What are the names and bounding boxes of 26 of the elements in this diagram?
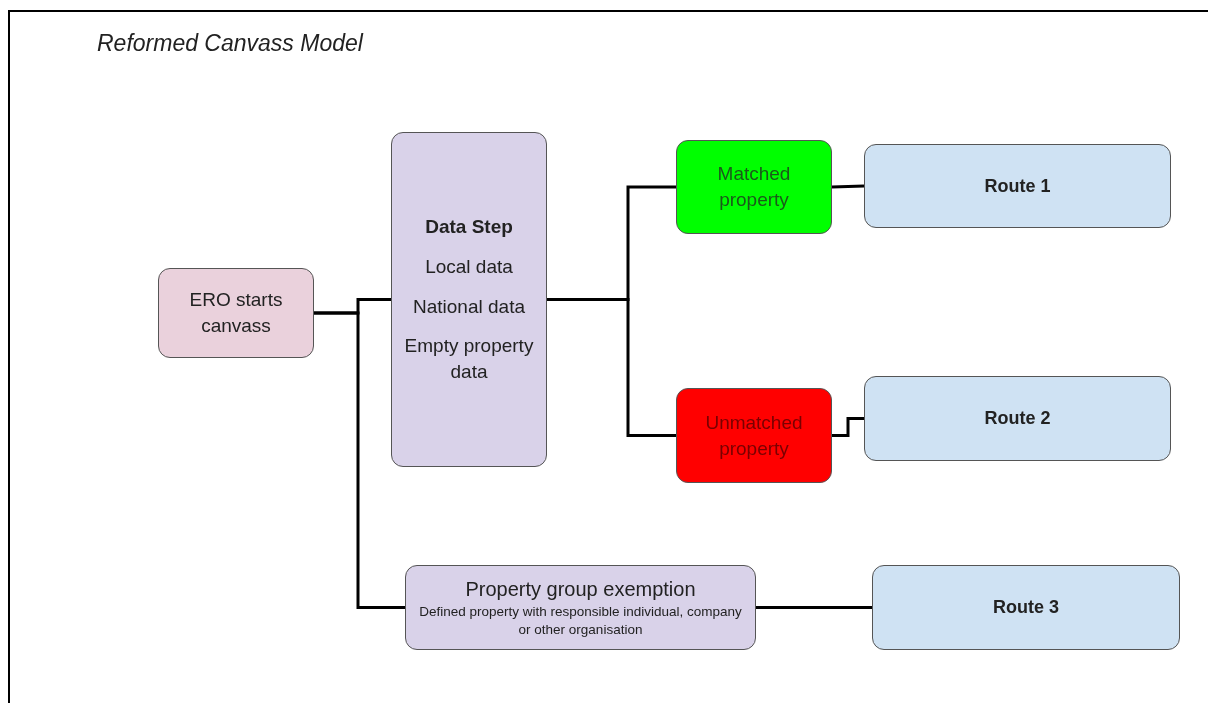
connector-line	[831, 184, 865, 189]
box-description: Defined property with responsible individual, company or other organisation	[418, 603, 743, 639]
exemption-box	[405, 565, 756, 650]
route-box	[864, 144, 1171, 228]
connector-line	[756, 606, 872, 609]
route-box	[872, 565, 1180, 650]
process-box	[158, 268, 314, 358]
box-label: National data	[412, 294, 526, 319]
data-step-box	[391, 132, 547, 467]
connector-line	[314, 311, 405, 609]
route-box	[864, 376, 1171, 461]
box-label: Route 1	[983, 174, 1052, 198]
box-label: Local data	[424, 255, 514, 280]
diagram-title: Reformed Canvass Model	[97, 30, 363, 57]
box-label: Property group exemption	[464, 577, 697, 603]
box-label: Matched property	[716, 162, 792, 212]
box-label: Route 2	[983, 407, 1052, 431]
connector-line	[547, 298, 676, 437]
box-label: Route 3	[992, 596, 1060, 620]
box-label: Unmatched property	[704, 410, 804, 461]
process-box	[676, 388, 832, 483]
box-label: ERO starts canvass	[188, 288, 284, 338]
box-label: Empty property data	[403, 334, 535, 384]
box-heading: Data Step	[424, 215, 514, 240]
connector-line	[832, 417, 864, 437]
process-box	[676, 140, 832, 234]
